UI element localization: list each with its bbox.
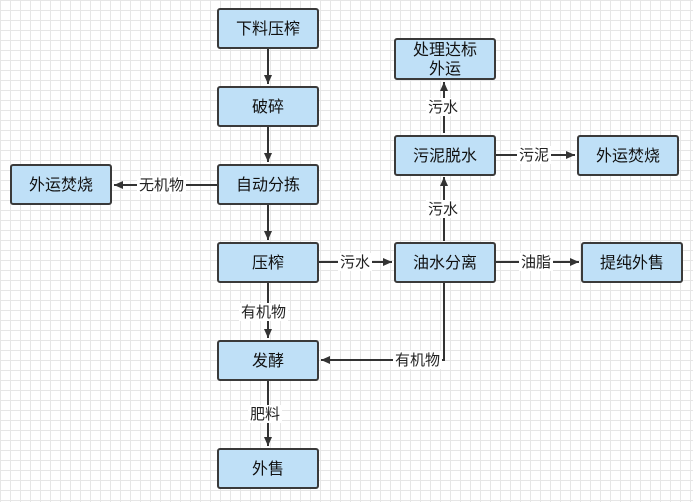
node-export-burn-right: 外运焚烧: [577, 135, 679, 176]
label-sludge: 污泥: [517, 146, 552, 164]
label-wastewater-squeeze: 污水: [338, 253, 373, 271]
node-sludge-dewater: 污泥脱水: [394, 135, 496, 176]
label-organic-left: 有机物: [393, 351, 443, 369]
edge-oilsep-to-ferment: [321, 283, 445, 364]
label-wastewater-top: 污水: [426, 98, 461, 116]
label-organic-down: 有机物: [239, 303, 289, 321]
node-sell: 外售: [217, 448, 319, 489]
label-inorganic: 无机物: [137, 176, 187, 194]
node-sort: 自动分拣: [217, 164, 319, 205]
node-treat-export: 处理达标 外运: [394, 38, 496, 80]
node-crush: 破碎: [217, 86, 319, 127]
node-purify-sell: 提纯外售: [581, 242, 683, 283]
label-oil: 油脂: [519, 253, 554, 271]
node-export-burn-left: 外运焚烧: [10, 164, 112, 205]
label-fertilizer: 肥料: [248, 405, 283, 423]
node-press: 下料压榨: [217, 8, 319, 49]
node-squeeze: 压榨: [217, 242, 319, 283]
label-wastewater-up: 污水: [426, 200, 461, 218]
node-ferment: 发酵: [217, 340, 319, 381]
node-oil-separation: 油水分离: [394, 242, 496, 283]
